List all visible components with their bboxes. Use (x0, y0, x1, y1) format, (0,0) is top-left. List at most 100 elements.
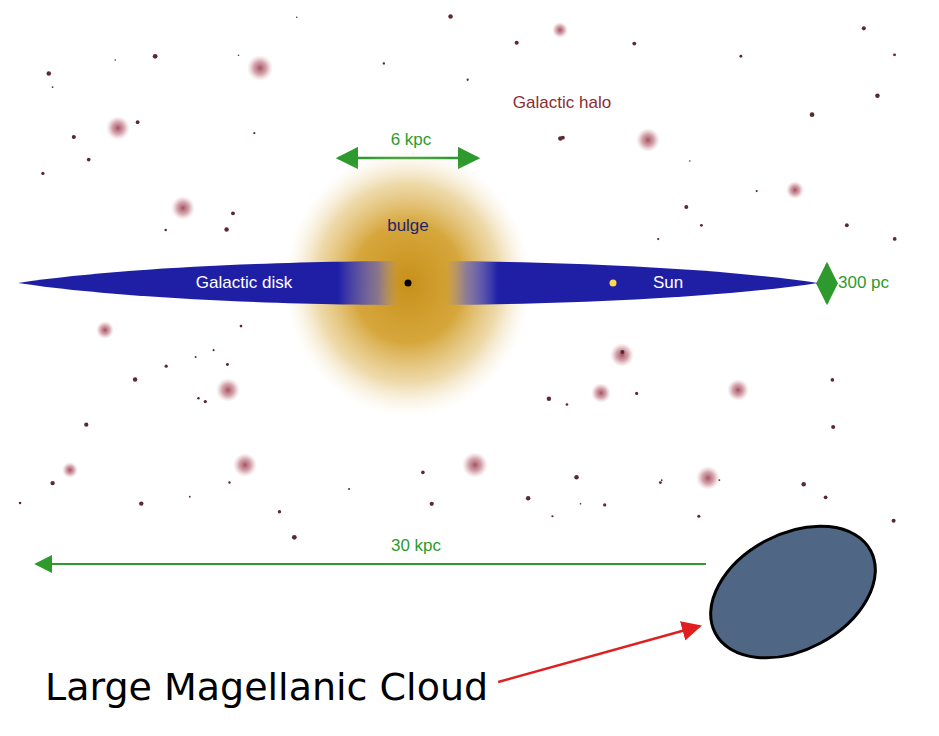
halo-star (421, 471, 425, 475)
halo-star (561, 136, 565, 140)
dimension-label: 6 kpc (391, 129, 432, 150)
sun-dot (610, 280, 617, 287)
halo-star (253, 132, 255, 134)
halo-star (875, 94, 880, 99)
disk-shape (18, 261, 818, 305)
halo-star (684, 205, 688, 209)
globular-cluster (106, 116, 130, 140)
halo-star (756, 190, 758, 192)
halo-star (133, 377, 137, 381)
globular-cluster (96, 321, 114, 339)
halo-star (195, 356, 197, 358)
globular-cluster (727, 379, 749, 401)
galactic-center (405, 280, 412, 287)
halo-star (632, 42, 636, 46)
halo-star (603, 503, 606, 506)
halo-star (204, 400, 207, 403)
halo-star (845, 223, 849, 227)
globular-cluster (247, 55, 273, 81)
halo-star (893, 53, 896, 56)
halo-star (580, 503, 582, 505)
halo-star (296, 16, 298, 18)
halo-star (165, 365, 168, 368)
halo-star (659, 481, 662, 484)
magellanic-cloud (688, 499, 898, 684)
halo-star (213, 349, 215, 351)
region-label: Galactic halo (507, 92, 617, 113)
globular-cluster (552, 22, 568, 38)
halo-star (224, 227, 228, 231)
halo-star (292, 535, 297, 540)
halo-star (136, 120, 140, 124)
object-label: Large Magellanic Cloud (45, 664, 488, 712)
dimension-label: 300 pc (838, 272, 889, 293)
globular-cluster (216, 378, 240, 402)
halo-star (197, 397, 200, 400)
globular-cluster (696, 466, 720, 490)
halo-star (139, 501, 143, 505)
halo-star (566, 403, 569, 406)
halo-star (189, 496, 191, 498)
halo-star (657, 238, 659, 240)
dimension-arrow (826, 264, 829, 303)
halo-star (238, 54, 240, 56)
halo-star (231, 211, 235, 215)
halo-star (547, 397, 551, 401)
globular-cluster (591, 383, 611, 403)
region-label: bulge (387, 216, 429, 236)
halo-star (739, 55, 742, 58)
halo-star (697, 515, 700, 518)
halo-star (72, 135, 76, 139)
halo-star (228, 481, 230, 483)
globular-cluster (233, 453, 257, 477)
halo-star (226, 363, 229, 366)
disk-shape (18, 261, 818, 305)
halo-star (383, 62, 385, 64)
galactic-disk: Galactic disk Sun (18, 261, 818, 305)
halo-star (831, 378, 835, 382)
halo-star (661, 479, 663, 481)
halo-star (87, 158, 91, 162)
leader-arrow (498, 626, 700, 682)
halo-star (84, 423, 88, 427)
halo-star (700, 224, 703, 227)
halo-star (801, 482, 806, 487)
halo-star (862, 26, 866, 30)
halo-star (278, 510, 281, 513)
halo-star (47, 71, 52, 76)
halo-star (52, 86, 54, 88)
halo-star (515, 41, 519, 45)
halo-star (50, 481, 54, 485)
halo-star (448, 14, 453, 19)
halo-star (689, 160, 691, 162)
halo-star (114, 59, 116, 61)
dimension-arrow (36, 563, 706, 565)
halo-star (635, 392, 638, 395)
region-label: Galactic disk (196, 273, 292, 293)
halo-star (153, 54, 158, 59)
halo-star (467, 79, 469, 81)
halo-star (824, 495, 828, 499)
halo-star (620, 350, 624, 354)
halo-star (430, 502, 434, 506)
globular-cluster (462, 452, 488, 478)
globular-cluster (786, 181, 804, 199)
halo-star (526, 496, 531, 501)
halo-star (551, 515, 553, 517)
halo-star (164, 229, 167, 232)
halo-star (893, 237, 897, 241)
halo-star (240, 325, 243, 328)
globular-cluster (636, 128, 660, 152)
region-label: Sun (653, 273, 683, 293)
halo-clusters (19, 14, 897, 539)
globular-cluster (171, 196, 195, 220)
halo-star (892, 519, 896, 523)
globular-cluster (610, 343, 634, 367)
halo-star (348, 488, 350, 490)
halo-star (19, 502, 22, 505)
globular-cluster (62, 462, 78, 478)
halo-star (41, 172, 44, 175)
halo-star (810, 112, 815, 117)
halo-star (574, 475, 579, 480)
